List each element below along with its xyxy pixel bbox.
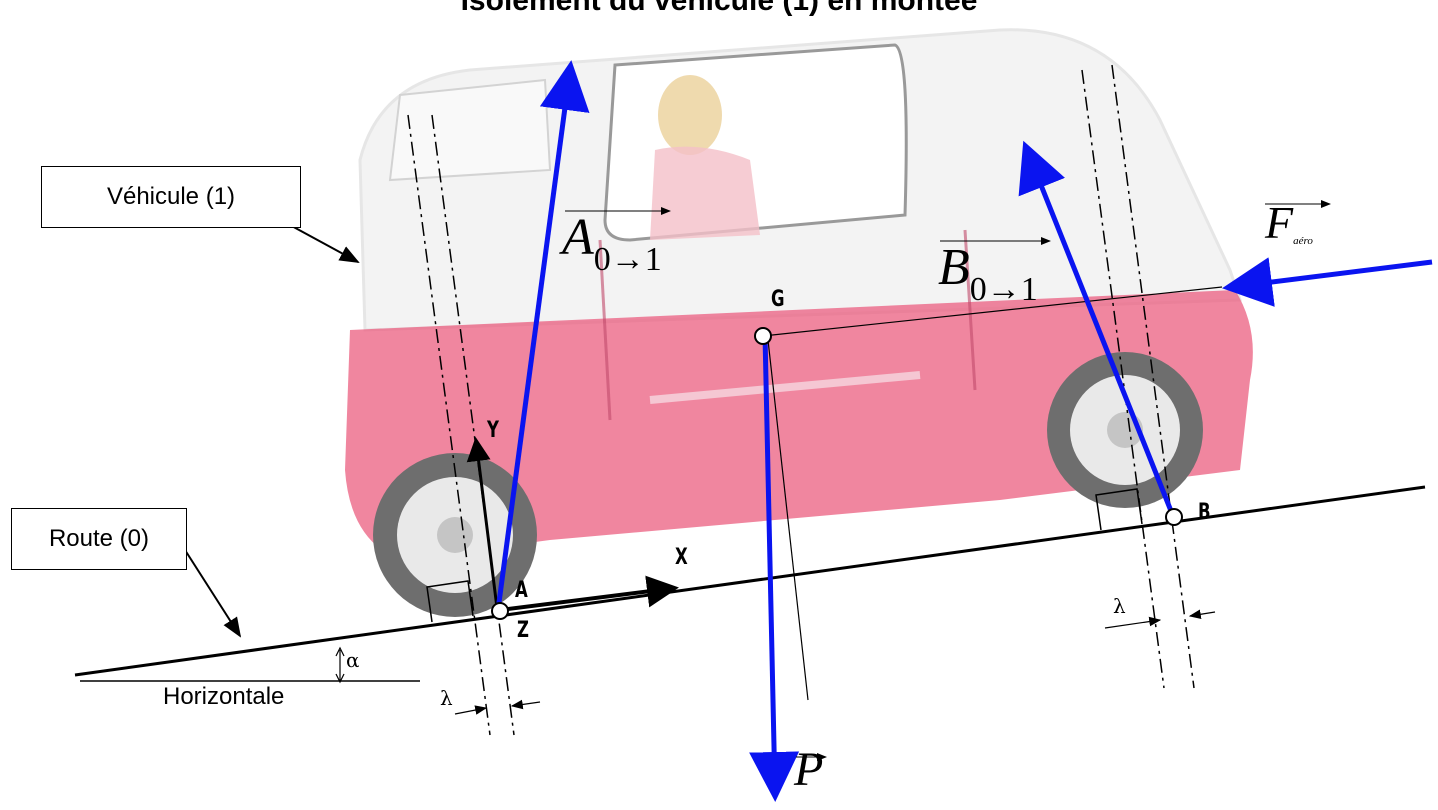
route-label: Route (0) <box>48 525 150 552</box>
axis-B-left <box>1081 69 1165 689</box>
point-A-marker <box>491 602 509 620</box>
point-A-label: A <box>515 578 528 603</box>
y-axis-arrow <box>466 437 499 609</box>
force-P-label: P <box>794 743 824 796</box>
force-B-arrow <box>1018 140 1176 517</box>
lambda-dim-B-right <box>1188 609 1216 620</box>
vehicle-body <box>345 290 1253 560</box>
force-F-symbol: F <box>1265 197 1294 248</box>
force-F-subscript: aéro <box>1293 235 1313 247</box>
force-F-label: Faéro <box>1265 196 1313 249</box>
force-B-subscript: 0→1 <box>969 271 1038 308</box>
vehicule-label: Véhicule (1) <box>106 183 236 210</box>
passenger-body <box>650 146 760 240</box>
right-angle-A <box>426 580 474 623</box>
vehicle-illustration <box>345 28 1253 617</box>
vehicle-rear-window <box>388 78 552 182</box>
force-F-arrow <box>1222 257 1433 307</box>
force-B-symbol: B <box>938 239 970 296</box>
vehicule-label-box: Véhicule (1) <box>41 166 301 228</box>
force-A-subscript: 0→1 <box>593 241 662 278</box>
force-A-label: A0→1 <box>562 208 662 278</box>
axis-B-right <box>1111 64 1195 689</box>
door-line <box>598 239 612 421</box>
road-line <box>74 485 1426 677</box>
lambda-dim-A-left <box>454 705 488 715</box>
page-title: Isolement du véhicule (1) en montée <box>460 0 978 17</box>
lambda-label-B: λ <box>1113 594 1126 618</box>
g-normal-line <box>767 339 809 701</box>
route-label-box: Route (0) <box>11 508 187 570</box>
axis-y-label: Y <box>487 418 499 443</box>
rear-wheel-hub <box>437 517 473 553</box>
alpha-arrow-head-bottom <box>335 673 345 684</box>
alpha-label: α <box>346 648 360 672</box>
door-handle <box>649 371 921 404</box>
force-P-arrow <box>749 334 800 802</box>
g-aero-line <box>762 286 1223 337</box>
route-leader <box>184 549 242 638</box>
point-B-marker <box>1165 508 1183 526</box>
x-axis-arrow <box>499 575 679 612</box>
door-line-2 <box>963 229 977 391</box>
horizontale-label: Horizontale <box>163 683 285 710</box>
point-B-label: B <box>1198 500 1211 525</box>
axis-A-left <box>407 114 491 736</box>
axis-A-right <box>431 114 515 736</box>
point-G-marker <box>754 327 772 345</box>
right-angle-B <box>1095 488 1143 531</box>
lambda-label-A: λ <box>440 686 453 710</box>
force-B-label: B0→1 <box>938 238 1038 308</box>
point-G-label: G <box>771 287 785 312</box>
force-A-arrow <box>495 60 590 611</box>
alpha-arrow-head-top <box>335 646 345 657</box>
axis-x-label: X <box>675 545 688 570</box>
lambda-dim-B-left <box>1104 616 1162 629</box>
force-A-symbol: A <box>562 209 594 266</box>
axis-z-label: Z <box>517 618 529 643</box>
passenger-head <box>658 75 722 155</box>
lambda-dim-A-right <box>510 699 541 710</box>
